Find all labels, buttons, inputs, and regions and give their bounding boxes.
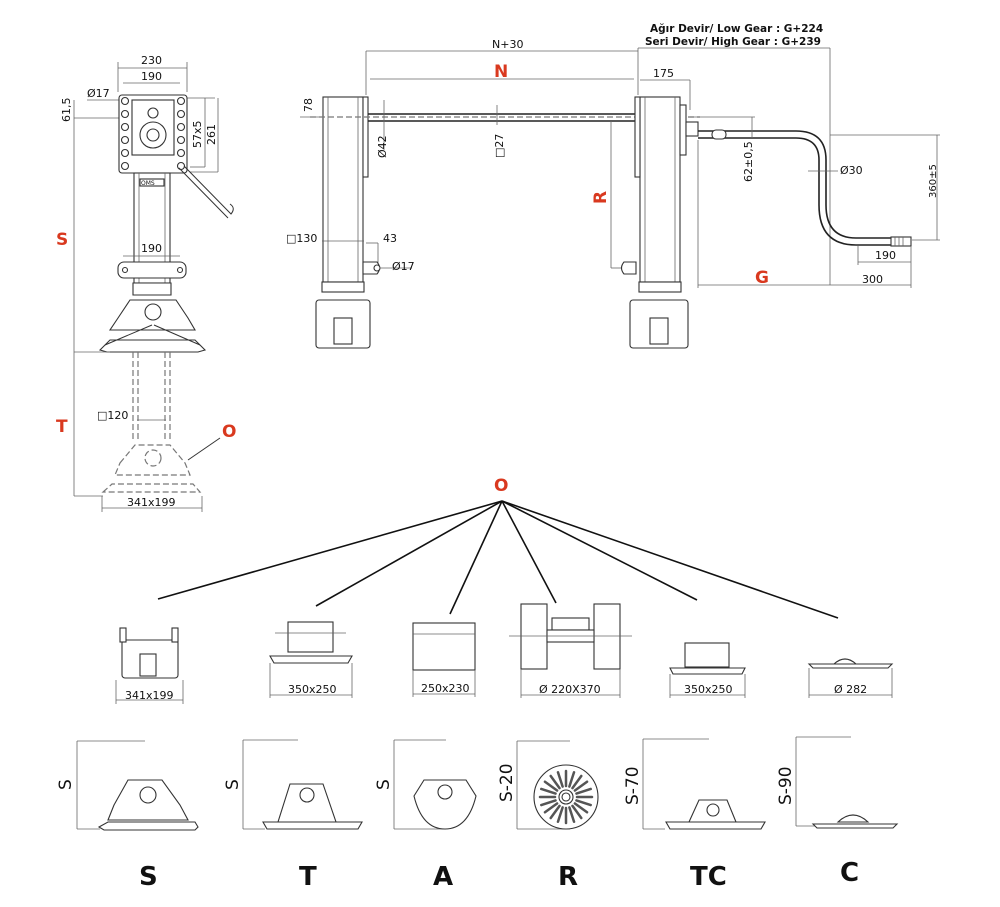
foot-type-t: S T xyxy=(223,739,363,892)
gear-note-low: Ağır Devir/ Low Gear : G+224 xyxy=(650,23,823,35)
dim-shaft-27: □27 xyxy=(493,134,506,158)
options-fan: O xyxy=(157,476,839,619)
foot-option-4: Ø 220X370 xyxy=(509,603,632,698)
label-o-options: O xyxy=(494,476,508,496)
foot-option-size: Ø 282 xyxy=(834,683,867,696)
dim-n-plus-30: N+30 xyxy=(492,38,523,51)
foot-type-height: S-70 xyxy=(623,766,643,805)
foot-type-code: R xyxy=(558,862,578,892)
gear-note-high: Seri Devir/ High Gear : G+239 xyxy=(645,36,821,48)
dim-crank-30: Ø30 xyxy=(840,164,863,177)
disc-slot xyxy=(540,799,557,807)
foot-option-2: 350x250 xyxy=(269,621,353,698)
label-t: T xyxy=(56,417,68,437)
disc-slot xyxy=(540,787,557,795)
label-n: N xyxy=(494,62,508,82)
label-r: R xyxy=(591,191,611,204)
disc-slot xyxy=(549,804,561,820)
dim-43: 43 xyxy=(383,232,397,245)
foot-option-1: 341x199 xyxy=(115,627,184,704)
brand-mark: OMS xyxy=(141,180,155,187)
dim-foot-341x199: 341x199 xyxy=(127,496,176,509)
foot-type-code: A xyxy=(433,862,453,892)
foot-type-height: S xyxy=(56,779,76,790)
foot-type-r: S-20 R xyxy=(497,740,599,892)
foot-type-a: S A xyxy=(374,739,477,892)
foot-option-5: 350x250 xyxy=(669,642,746,698)
label-g: G xyxy=(755,268,769,288)
foot-option-size: 350x250 xyxy=(684,683,733,696)
disc-slot xyxy=(556,771,564,788)
dim-175: 175 xyxy=(653,67,674,80)
disc-slot xyxy=(575,787,592,795)
crank-hook xyxy=(178,165,234,219)
label-o-front: O xyxy=(222,422,236,442)
foot-type-code: S xyxy=(139,862,158,892)
dim-62: 62±0,5 xyxy=(742,141,755,182)
foot-type-height: S-20 xyxy=(497,763,517,802)
disc-slot xyxy=(568,806,576,823)
bolt-holes xyxy=(120,96,186,171)
foot-option-3: 250x230 xyxy=(412,622,476,697)
dim-front-hole: Ø17 xyxy=(87,87,110,100)
disc-slot xyxy=(568,771,576,788)
lower-bracket xyxy=(117,261,187,279)
crank-handle xyxy=(698,130,910,239)
foot-type-code: C xyxy=(840,858,859,888)
dim-front-61-5: 61,5 xyxy=(60,98,73,123)
foot-option-size: Ø 220X370 xyxy=(539,683,601,696)
left-leg xyxy=(322,96,364,283)
dim-reach-300: 300 xyxy=(862,273,883,286)
dim-pin-17: Ø17 xyxy=(392,260,415,273)
foot-option-6: Ø 282 xyxy=(807,658,894,698)
foot-option-size: 250x230 xyxy=(421,682,470,695)
dim-lower-190: 190 xyxy=(141,242,162,255)
dim-78: 78 xyxy=(302,98,315,112)
disc-slot xyxy=(571,804,583,820)
dim-130: □130 xyxy=(286,232,317,245)
dim-tube-120: □120 xyxy=(97,409,128,422)
foot-type-s: S S xyxy=(56,740,199,892)
dim-grip-190: 190 xyxy=(875,249,896,262)
foot-type-tc: S-70 TC xyxy=(623,738,766,892)
front-view: 230 190 Ø17 61,5 57x5 261 xyxy=(56,54,236,512)
foot-type-c: S-90 C xyxy=(776,736,899,888)
foot-options: 341x199 350x250 250x230 Ø xyxy=(115,603,894,704)
disc-slot xyxy=(543,802,559,814)
foot-type-height: S xyxy=(223,779,243,790)
foot-option-size: 341x199 xyxy=(125,689,174,702)
foot-type-height: S xyxy=(374,779,394,790)
dim-front-230: 230 xyxy=(141,54,162,67)
dim-front-190: 190 xyxy=(141,70,162,83)
foot-type-code: T xyxy=(299,862,317,892)
dim-front-57x5: 57x5 xyxy=(191,120,204,148)
label-s: S xyxy=(56,230,68,250)
dim-shaft-42: Ø42 xyxy=(376,135,389,158)
disc-slot xyxy=(549,774,561,790)
foot-type-height: S-90 xyxy=(776,766,796,805)
dim-front-261: 261 xyxy=(205,124,218,145)
foot-option-size: 350x250 xyxy=(288,683,337,696)
disc-slot xyxy=(571,774,583,790)
disc-slot xyxy=(573,802,589,814)
disc-slot xyxy=(556,806,564,823)
foot-types: S S S T S A xyxy=(56,736,899,892)
disc-slot xyxy=(575,799,592,807)
foot-type-code: TC xyxy=(690,862,727,892)
disc-slot xyxy=(543,780,559,792)
disc-slot xyxy=(573,780,589,792)
right-leg xyxy=(639,96,681,283)
side-view: Ağır Devir/ Low Gear : G+224 Seri Devir/… xyxy=(286,23,940,349)
dim-360: 360±5 xyxy=(928,164,939,198)
